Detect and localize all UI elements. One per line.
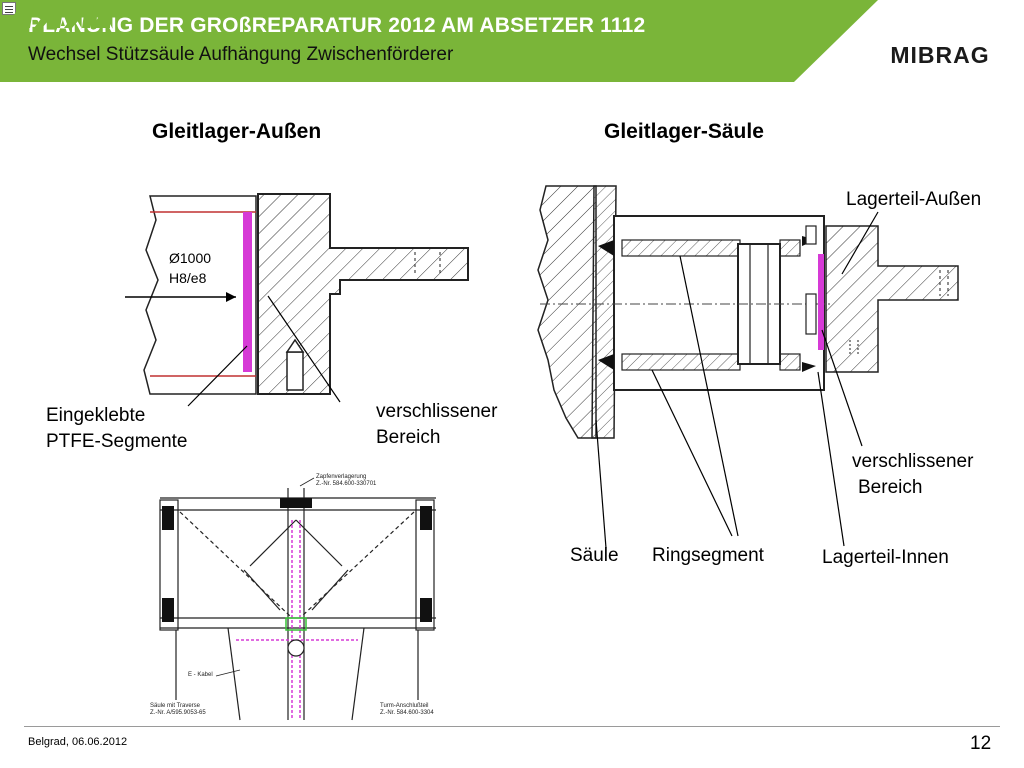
ptfe-label-line2: PTFE-Segmente	[46, 431, 188, 452]
ring-segment-label: Ringsegment	[652, 545, 764, 566]
column-drawing-label-line1: Säule mit Traverse	[150, 703, 201, 709]
ptfe-segment	[243, 212, 252, 372]
slide-subtitle: Wechsel Stützsäule Aufhängung Zwischenfö…	[28, 44, 454, 65]
left-diagram-title: Gleitlager-Außen	[152, 120, 322, 143]
right-worn-label-line1: verschlissener	[852, 451, 974, 472]
pin-label-line1: Zapfenverlagerung	[316, 474, 367, 480]
column-label: Säule	[570, 545, 619, 566]
header-band	[0, 0, 878, 82]
ptfe-segment-right	[818, 254, 824, 350]
mibrag-logo-icon	[4, 4, 110, 28]
tower-label-line2: Z.-Nr. 584.600-3304	[380, 710, 434, 716]
fit-label: H8/e8	[169, 270, 207, 286]
inner-part-label: Lagerteil-Innen	[822, 547, 949, 568]
pin-label-line2: Z.-Nr. 584.600-330701	[316, 481, 377, 487]
right-worn-label-line2: Bereich	[858, 477, 923, 498]
page-number: 12	[970, 733, 992, 754]
logo-text: MIBRAG	[890, 42, 990, 68]
cable-label: E - Kabel	[188, 672, 213, 678]
column-drawing-label-line2: Z.-Nr. A/595.9053-65	[150, 710, 206, 716]
outer-part-label: Lagerteil-Außen	[846, 189, 982, 210]
footer-divider	[24, 726, 1000, 727]
slide-title: PLANUNG DER GROßREPARATUR 2012 AM ABSETZ…	[28, 14, 646, 37]
diameter-label: Ø1000	[169, 250, 212, 266]
tower-label-line1: Turm-Anschlußteil	[380, 703, 429, 709]
left-worn-label-line1: verschlissener	[376, 401, 498, 422]
note-icon[interactable]	[2, 2, 16, 15]
right-diagram-title: Gleitlager-Säule	[604, 120, 764, 143]
slide-header: PLANUNG DER GROßREPARATUR 2012 AM ABSETZ…	[0, 0, 1024, 84]
footer-location-date: Belgrad, 06.06.2012	[28, 736, 128, 748]
left-worn-label-line2: Bereich	[376, 427, 441, 448]
ptfe-label-line1: Eingeklebte	[46, 405, 146, 426]
